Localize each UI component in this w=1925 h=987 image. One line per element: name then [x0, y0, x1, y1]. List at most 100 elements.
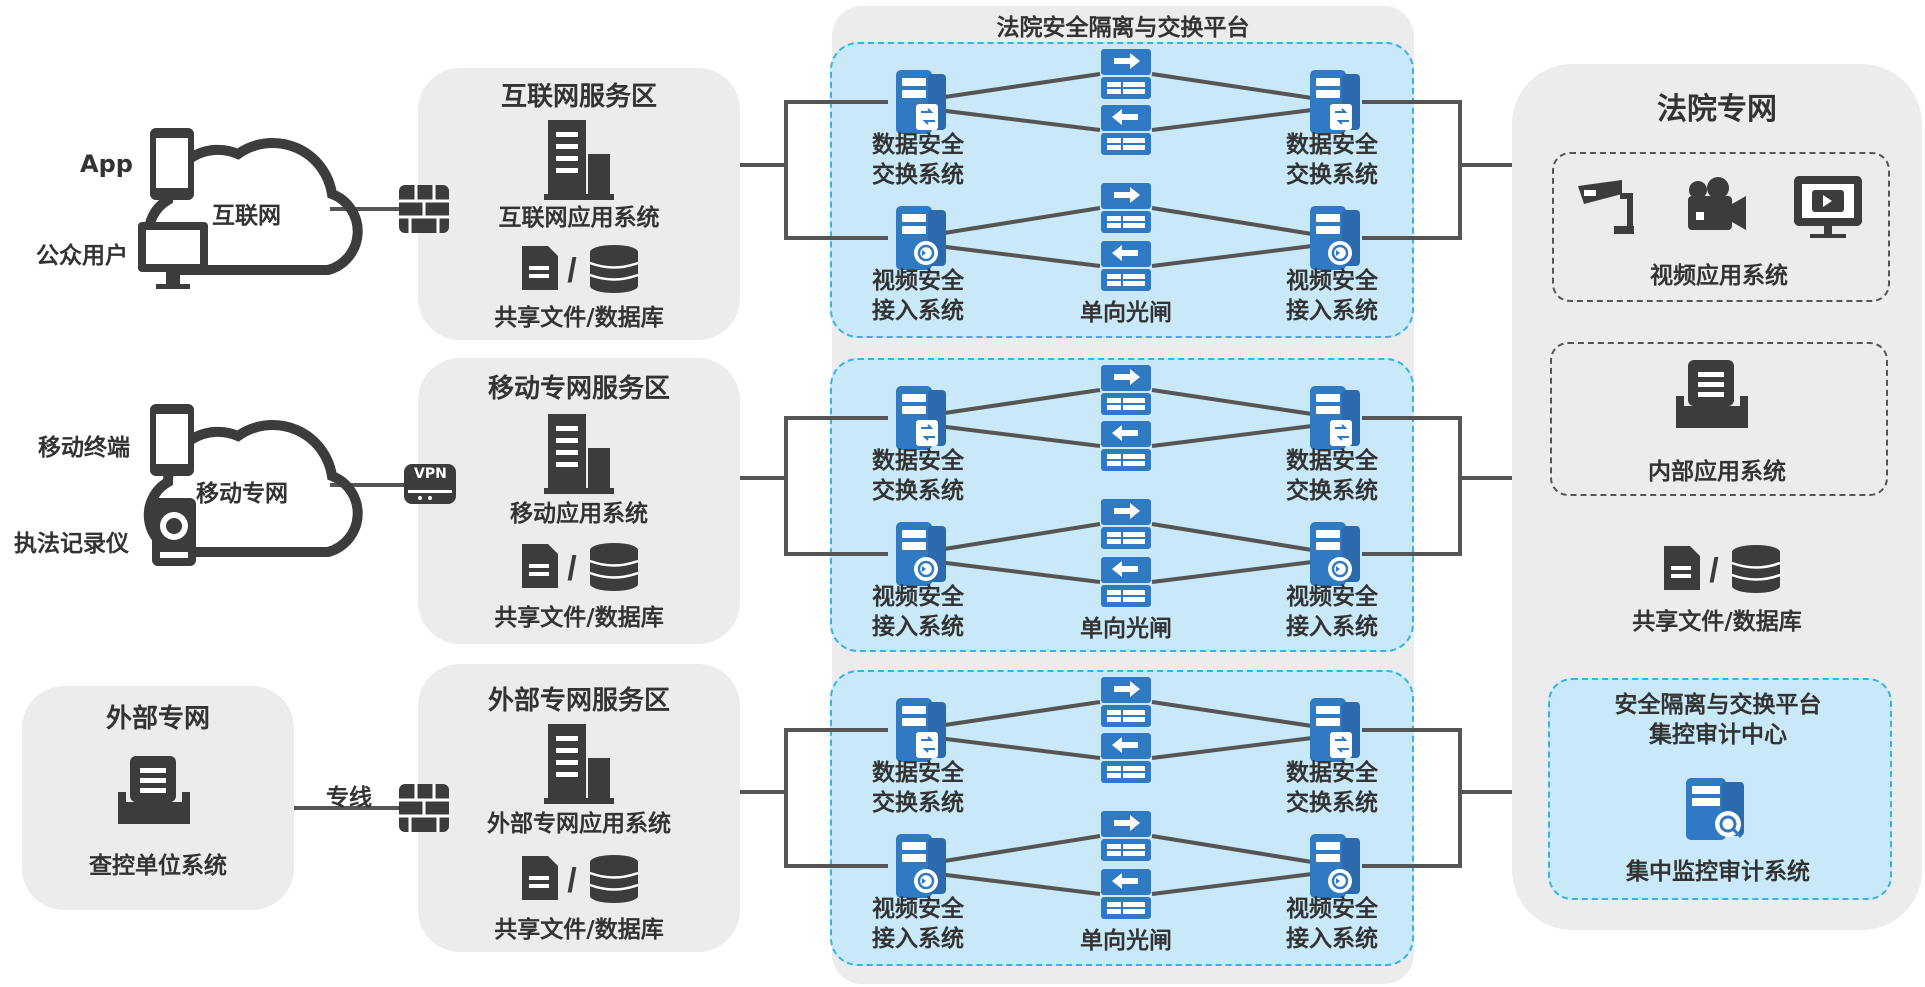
data-exchange-server-icon	[895, 697, 947, 763]
data-exchange-label: 数据安全 交换系统	[1286, 760, 1378, 816]
video-app-label: 视频应用系统	[1650, 263, 1788, 289]
link	[937, 388, 1101, 416]
link	[1151, 424, 1313, 448]
one-way-gate-icon	[1101, 811, 1151, 861]
internal-app-label: 内部应用系统	[1648, 459, 1786, 485]
mobile-terminal-icon	[150, 404, 194, 476]
right-bracket	[1362, 100, 1462, 240]
one-way-gate-icon	[1101, 557, 1151, 607]
court-file-database-icon	[1662, 543, 1782, 595]
link	[1151, 834, 1313, 864]
zone-1-shared: 共享文件/数据库	[494, 305, 664, 331]
mobile-terminal-label: 移动终端	[38, 435, 130, 461]
video-access-server-icon	[1308, 520, 1362, 588]
data-exchange-server-icon	[1309, 69, 1361, 135]
data-exchange-label: 数据安全 交换系统	[1286, 448, 1378, 504]
query-system-icon	[118, 756, 190, 824]
data-exchange-server-icon	[1309, 385, 1361, 451]
right-bracket	[1362, 416, 1462, 556]
one-way-gap-label: 单向光闸	[1080, 928, 1172, 954]
zone-3-app: 外部专网应用系统	[487, 811, 671, 837]
video-access-server-icon	[1308, 832, 1362, 900]
video-access-label: 视频安全 接入系统	[872, 584, 964, 640]
external-service-zone	[418, 664, 740, 952]
public-users-label: 公众用户	[36, 243, 128, 269]
link	[1151, 388, 1313, 416]
audit-server-icon	[1686, 778, 1744, 840]
video-access-label: 视频安全 接入系统	[1286, 268, 1378, 324]
video-access-server-icon	[894, 520, 948, 588]
external-net-system: 查控单位系统	[89, 853, 227, 879]
mobile-service-zone	[418, 358, 740, 644]
link	[1151, 522, 1313, 552]
zone-3-title: 外部专网服务区	[487, 686, 670, 716]
internal-system-icon	[1676, 360, 1748, 428]
application-building-icon	[544, 724, 614, 804]
link	[1151, 108, 1313, 132]
app-label: App	[80, 150, 133, 178]
mobile-net-cloud-label: 移动专网	[196, 481, 288, 507]
data-exchange-label: 数据安全 交换系统	[1286, 132, 1378, 188]
leased-line-label: 专线	[326, 785, 372, 811]
link	[937, 206, 1101, 236]
one-way-gate-icon	[1101, 105, 1151, 155]
vpn-label: VPN	[414, 466, 447, 482]
link	[1151, 206, 1313, 236]
one-way-gap-label: 单向光闸	[1080, 300, 1172, 326]
data-exchange-label: 数据安全 交换系统	[872, 760, 964, 816]
application-building-icon	[544, 414, 614, 494]
internal-app-box	[1550, 342, 1888, 496]
left-bracket	[784, 416, 888, 556]
data-exchange-server-icon	[895, 385, 947, 451]
audit-system-label: 集中监控审计系统	[1626, 859, 1810, 885]
zone-3-shared: 共享文件/数据库	[494, 917, 664, 943]
video-access-label: 视频安全 接入系统	[872, 268, 964, 324]
one-way-gate-icon	[1101, 499, 1151, 549]
zone-2-app: 移动应用系统	[510, 501, 648, 527]
link	[937, 700, 1101, 728]
video-app-box	[1552, 152, 1890, 302]
court-shared-label: 共享文件/数据库	[1632, 609, 1802, 635]
video-camera-icon	[1688, 177, 1746, 230]
link	[937, 834, 1101, 864]
public-pc-icon	[138, 222, 208, 289]
link	[937, 560, 1101, 584]
link	[1151, 244, 1313, 268]
video-access-label: 视频安全 接入系统	[1286, 896, 1378, 952]
one-way-gate-icon	[1101, 733, 1151, 783]
data-exchange-label: 数据安全 交换系统	[872, 132, 964, 188]
data-exchange-server-icon	[895, 69, 947, 135]
right-bracket	[1362, 728, 1462, 868]
one-way-gate-icon	[1101, 49, 1151, 99]
file-database-icon	[520, 853, 640, 905]
court-net-title: 法院专网	[1657, 92, 1777, 127]
cctv-camera-icon	[1578, 180, 1634, 234]
file-database-icon	[520, 243, 640, 295]
link	[1151, 736, 1313, 760]
link	[937, 244, 1101, 268]
data-exchange-server-icon	[1309, 697, 1361, 763]
link	[1151, 560, 1313, 584]
link	[937, 424, 1101, 448]
file-database-icon	[520, 541, 640, 593]
link	[937, 872, 1101, 896]
video-access-server-icon	[894, 204, 948, 272]
link	[937, 522, 1101, 552]
monitor-icon	[1794, 176, 1862, 238]
one-way-gate-icon	[1101, 241, 1151, 291]
link	[937, 736, 1101, 760]
external-net-title: 外部专网	[105, 704, 210, 734]
video-access-server-icon	[894, 832, 948, 900]
link	[1151, 872, 1313, 896]
recorder-label: 执法记录仪	[14, 531, 129, 557]
vpn-device-icon	[404, 464, 456, 504]
video-access-label: 视频安全 接入系统	[872, 896, 964, 952]
link	[937, 72, 1101, 100]
audit-center-title: 安全隔离与交换平台 集控审计中心	[1614, 692, 1822, 748]
one-way-gate-icon	[1101, 183, 1151, 233]
one-way-gap-label: 单向光闸	[1080, 616, 1172, 642]
application-building-icon	[544, 120, 614, 200]
one-way-gate-icon	[1101, 869, 1151, 919]
